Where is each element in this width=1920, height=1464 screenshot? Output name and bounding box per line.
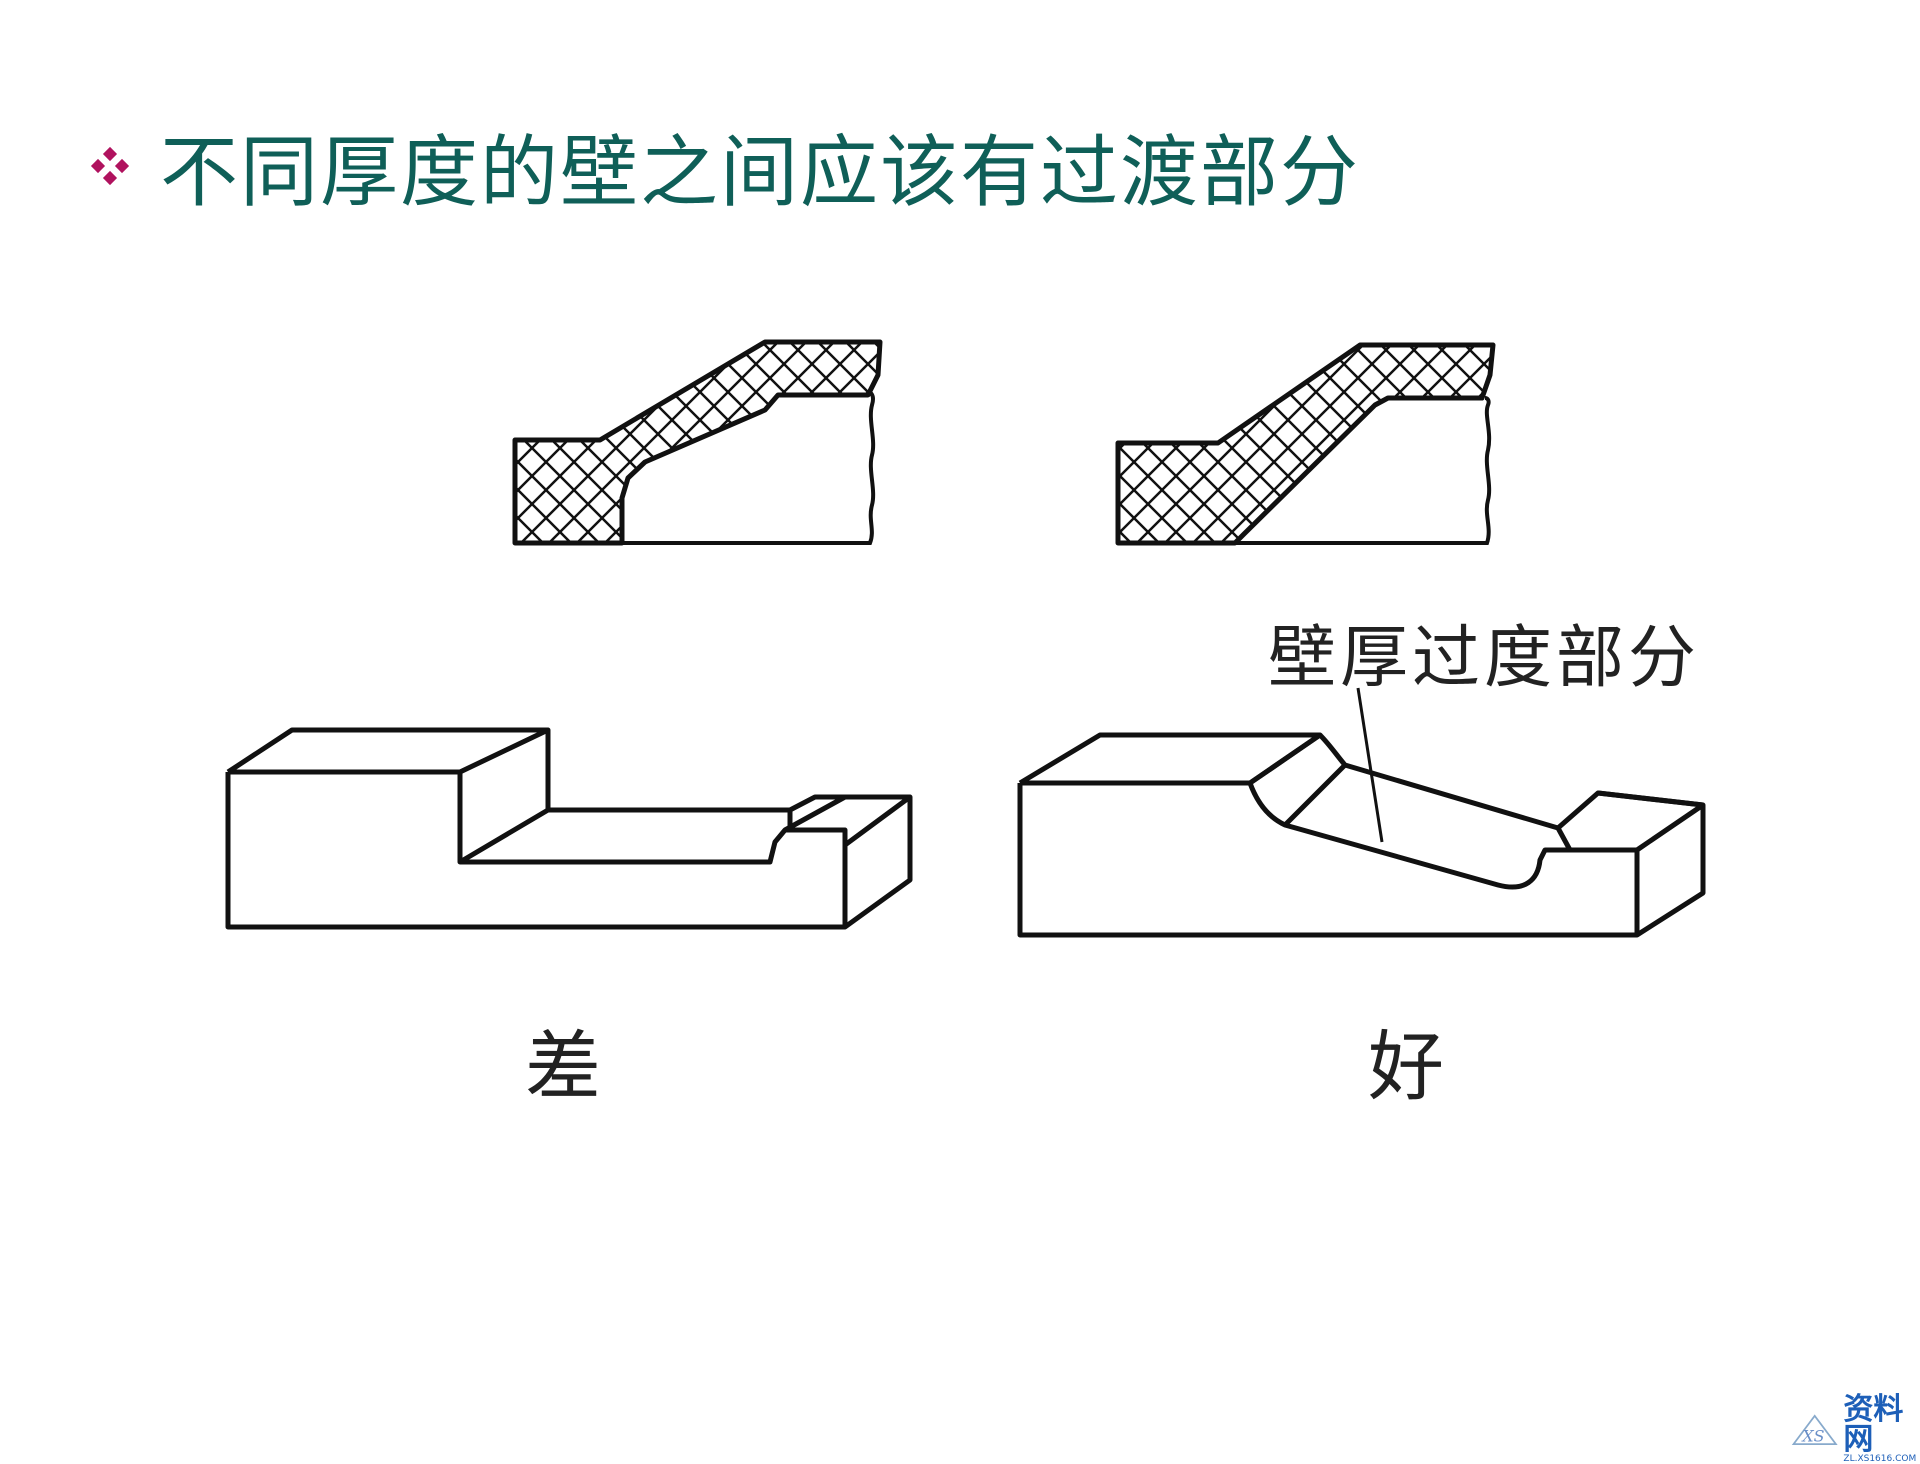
watermark: XS 资料网 ZL.XS1616.COM [1790,1395,1920,1464]
diamond-bullet-icon [90,146,130,186]
good-3d-part [1017,732,1706,938]
bad-3d-part [225,727,913,930]
good-label: 好 [1368,1022,1444,1111]
good-cross-section [1115,342,1496,546]
bad-label: 差 [525,1022,601,1111]
watermark-text: 资料网 ZL.XS1616.COM [1843,1395,1920,1464]
bad-cross-section [512,339,883,546]
watermark-logo-icon: XS [1791,1413,1838,1445]
watermark-url: ZL.XS1616.COM [1843,1454,1917,1464]
watermark-title: 资料网 [1843,1392,1904,1457]
callout-leader-line [1356,687,1384,843]
transition-callout-label: 壁厚过度部分 [1268,619,1701,698]
slide-title: 不同厚度的壁之间应该有过渡部分 [160,128,1361,218]
title-row: 不同厚度的壁之间应该有过渡部分 [90,110,1360,222]
svg-text:XS: XS [1800,1426,1824,1445]
